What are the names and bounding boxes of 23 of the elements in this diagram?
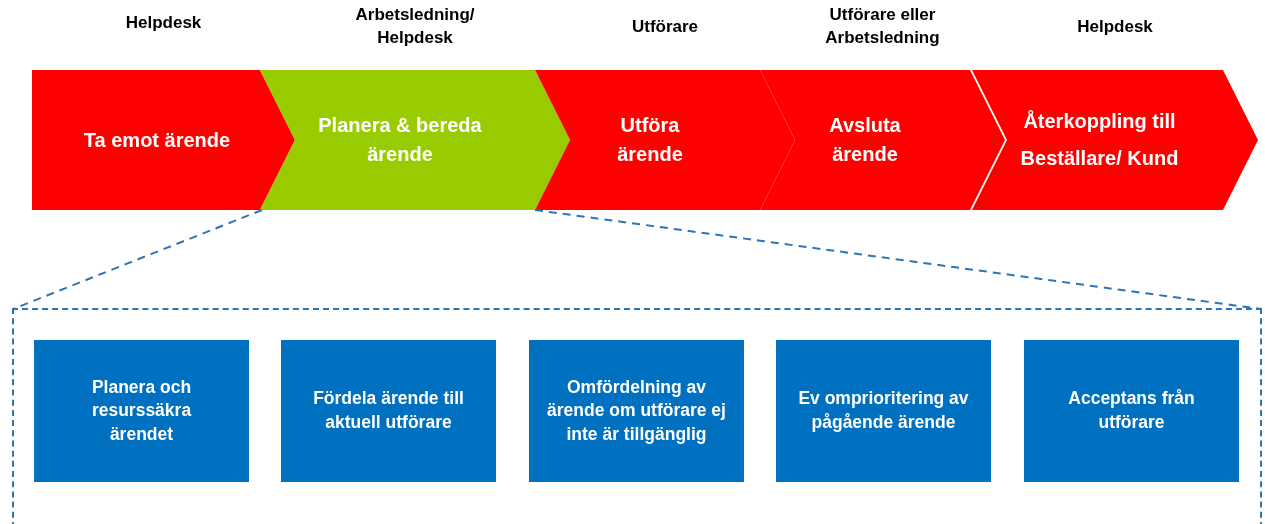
step-title: Planera & bereda ärende bbox=[317, 113, 483, 167]
step-title: Ta emot ärende bbox=[82, 127, 232, 153]
zoom-leader-line bbox=[534, 209, 1262, 310]
task-box bbox=[529, 340, 744, 482]
zoom-leader-line bbox=[12, 209, 263, 310]
task-text: Ev omprioritering av pågående ärende bbox=[797, 387, 970, 434]
task-text: Planera och resurssäkra ärendet bbox=[90, 375, 193, 446]
task-box bbox=[281, 340, 496, 482]
dashed-frame bbox=[12, 308, 1262, 524]
step-title: Återkoppling till Beställare/ Kund bbox=[1019, 109, 1180, 171]
task-box bbox=[776, 340, 991, 482]
role-label: Utförare eller Arbetsledning bbox=[824, 4, 941, 49]
role-label: Helpdesk bbox=[1076, 16, 1154, 38]
task-box bbox=[34, 340, 249, 482]
task-box bbox=[1024, 340, 1239, 482]
step-title: Utföra ärende bbox=[616, 113, 684, 167]
role-label: Arbetsledning/ Helpdesk bbox=[354, 4, 476, 49]
role-label: Helpdesk bbox=[124, 12, 203, 34]
task-text: Fördela ärende till aktuell utförare bbox=[312, 387, 465, 434]
task-text: Acceptans från utförare bbox=[1067, 387, 1196, 434]
role-label: Utförare bbox=[630, 16, 700, 38]
step-title: Avsluta ärende bbox=[828, 113, 902, 167]
task-text: Omfördelning av ärende om utförare ej inte är tillgänglig bbox=[546, 375, 727, 446]
